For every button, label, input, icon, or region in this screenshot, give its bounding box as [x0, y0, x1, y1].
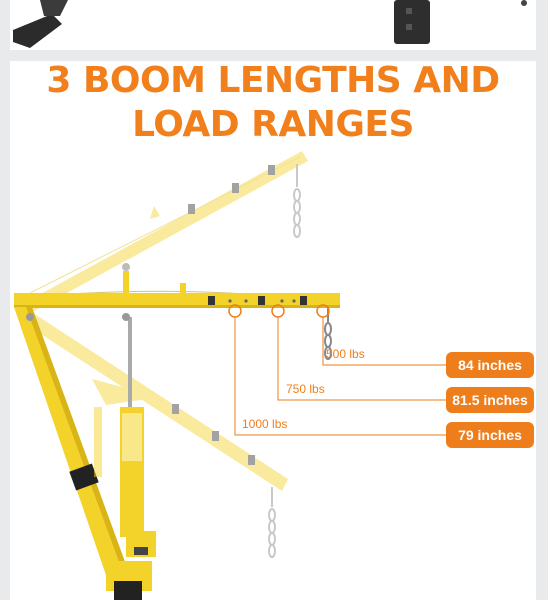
- mast-and-ram: [14, 307, 156, 600]
- mount-parts-photo: [13, 0, 527, 48]
- lower-boom-faded: [24, 311, 288, 558]
- boom-lengths-panel: 3 BOOM LENGTHS AND LOAD RANGES: [10, 61, 536, 600]
- load-label-500: 500 lbs: [326, 347, 365, 361]
- length-badge-84: 84 inches: [446, 352, 534, 378]
- previous-image-strip: [10, 0, 536, 50]
- crane-diagram: [14, 151, 446, 600]
- leader-lines: [234, 317, 446, 436]
- heading-line-1: 3 BOOM LENGTHS AND: [46, 61, 500, 101]
- length-badge-79: 79 inches: [446, 422, 534, 448]
- length-badge-81-5: 81.5 inches: [446, 387, 534, 413]
- load-label-1000: 1000 lbs: [242, 417, 288, 431]
- panel-heading: 3 BOOM LENGTHS AND LOAD RANGES: [10, 61, 536, 147]
- heading-line-2: LOAD RANGES: [132, 104, 414, 145]
- load-label-750: 750 lbs: [286, 382, 325, 396]
- main-boom: [14, 263, 340, 308]
- upper-boom-faded: [28, 151, 308, 311]
